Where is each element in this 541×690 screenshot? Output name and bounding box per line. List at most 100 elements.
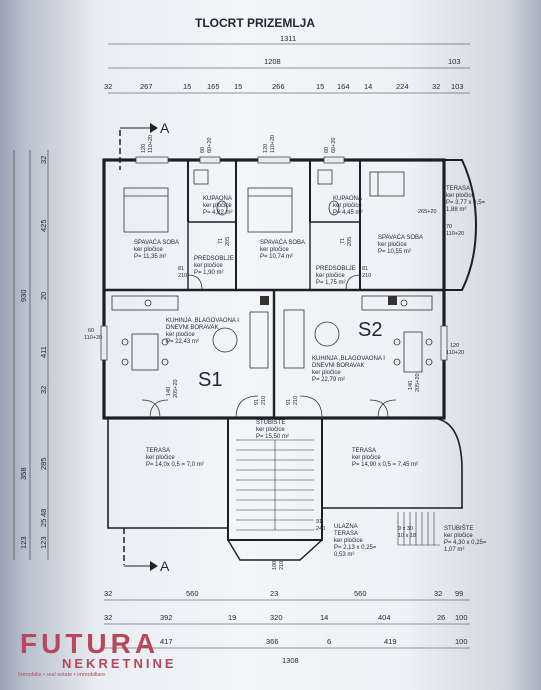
dim-label: 32 bbox=[39, 156, 48, 164]
room-kupaona-2: KUPAONA ker pločice P= 4,45 m² bbox=[333, 196, 363, 216]
dim-label: 560 bbox=[186, 589, 199, 598]
left-dimensions bbox=[13, 150, 49, 560]
room-finish: ker pločice bbox=[146, 455, 175, 461]
dim-label: 392 bbox=[160, 613, 173, 622]
plan-title: TLOCRT PRIZEMLJA bbox=[195, 16, 315, 30]
room-finish: ker pločice bbox=[166, 332, 195, 338]
dim-label: 165 bbox=[207, 82, 220, 91]
room-spavaca-3: SPAVAĆA SOBA ker pločice P= 10,55 m² bbox=[378, 234, 423, 255]
room-spavaca-1: SPAVAĆA SOBA ker pločice P= 11,35 m² bbox=[134, 239, 179, 260]
dim-label: 32 bbox=[432, 82, 440, 91]
dim-label: 19 bbox=[228, 613, 236, 622]
furniture bbox=[111, 169, 433, 419]
section-marker-bottom: A bbox=[123, 528, 170, 574]
dim-label: 26 bbox=[437, 613, 445, 622]
dim-left-labels: 32 425 930 20 411 32 358 285 48 25 123 1… bbox=[19, 156, 48, 549]
opening-label: 100 bbox=[272, 561, 278, 570]
unit-label-s2: S2 bbox=[358, 319, 382, 341]
opening-label: 205 bbox=[225, 237, 231, 246]
room-name: KUPAONA bbox=[333, 196, 362, 202]
opening-label: 81 bbox=[178, 266, 184, 272]
room-name: TERASA bbox=[146, 448, 170, 454]
room-terasa-3: TERASA ker pločice P= 3,77 x 0,5= 1,88 m… bbox=[446, 186, 486, 213]
dim-bottom-row2: 32 392 19 320 14 404 26 100 bbox=[104, 613, 468, 622]
room-name: SPAVAĆA SOBA bbox=[260, 239, 305, 246]
opening-label: 210 bbox=[261, 396, 267, 405]
room-finish: ker pločice bbox=[378, 242, 407, 248]
opening-label: 91 bbox=[316, 519, 322, 525]
room-name: KUPAONA bbox=[203, 196, 232, 202]
room-finish: ker pločice bbox=[446, 193, 475, 199]
dim-top-overall: 1311 bbox=[280, 34, 296, 43]
opening-label: 60 bbox=[88, 328, 94, 334]
opening-label: 71 bbox=[218, 238, 224, 244]
dim-label: 417 bbox=[160, 637, 173, 646]
opening-label: 70 bbox=[446, 224, 452, 230]
room-area2: 1,07 m² bbox=[444, 547, 464, 553]
opening-label: 205 bbox=[347, 237, 353, 246]
room-finish: ker pločice bbox=[134, 247, 163, 253]
room-area: P= 14,90 x 0,5 = 7,45 m² bbox=[352, 462, 418, 468]
dim-top-row2-a: 1208 bbox=[264, 57, 281, 66]
dim-label: 266 bbox=[272, 82, 285, 91]
room-area: P= 4,45 m² bbox=[333, 210, 363, 216]
opening-label: 110+20 bbox=[446, 231, 464, 237]
room-area: P= 3,77 x 0,5= bbox=[446, 200, 486, 206]
room-ulazna-terasa: ULAZNA TERASA ker pločice P= 2,13 x 0,25… bbox=[334, 524, 377, 558]
room-finish: ker pločice bbox=[352, 455, 381, 461]
dim-label: 320 bbox=[270, 613, 283, 622]
dim-label: 267 bbox=[140, 82, 153, 91]
opening-label: 140 bbox=[166, 387, 172, 396]
dim-label: 366 bbox=[266, 637, 279, 646]
room-area2: 1,88 m² bbox=[446, 207, 466, 213]
room-stubiste-2: STUBIŠTE ker pločice P= 4,30 x 0,25= 1,0… bbox=[444, 525, 487, 553]
opening-label: 81 bbox=[362, 266, 368, 272]
dim-label: 560 bbox=[354, 589, 367, 598]
room-area: P= 4,30 x 0,25= bbox=[444, 540, 487, 546]
room-finish: ker pločice bbox=[334, 538, 363, 544]
section-label: A bbox=[160, 558, 170, 574]
opening-label: 265+20 bbox=[418, 209, 437, 215]
room-area: P= 11,35 m² bbox=[134, 254, 166, 260]
dim-top-row2-b: 103 bbox=[448, 57, 461, 66]
opening-dimensions: 120 110+20 60 60+20 120 110+20 60 60+20 … bbox=[84, 135, 464, 570]
dim-bottom-row1: 32 560 23 560 32 99 bbox=[104, 589, 463, 598]
room-name2: DNEVNI BORAVAK bbox=[166, 325, 218, 331]
opening-label: 210 bbox=[279, 561, 285, 570]
room-area: P= 15,50 m² bbox=[256, 434, 289, 440]
opening-label: 110+20 bbox=[84, 335, 102, 341]
opening-label: 110+20 bbox=[270, 135, 276, 153]
dim-label: 15 bbox=[316, 82, 324, 91]
opening-label: 210 bbox=[362, 273, 371, 279]
dim-label: 15 bbox=[183, 82, 191, 91]
dim-label: 100 bbox=[455, 637, 468, 646]
room-area: P= 10,55 m² bbox=[378, 249, 411, 255]
opening-label: 91 bbox=[254, 399, 260, 405]
room-area: P= 4,82 m² bbox=[203, 210, 233, 216]
column-marks bbox=[260, 296, 397, 305]
room-area: P= 1,75 m² bbox=[316, 280, 346, 286]
room-name: PREDSOBLJE bbox=[316, 266, 356, 272]
outer-steps bbox=[397, 512, 440, 546]
dim-label: 930 bbox=[19, 289, 28, 302]
room-finish: ker pločice bbox=[312, 370, 341, 376]
room-name: STUBIŠTE bbox=[444, 525, 473, 532]
room-area2: 0,53 m² bbox=[334, 552, 354, 558]
room-name2: TERASA bbox=[334, 531, 358, 537]
section-label: A bbox=[160, 120, 170, 136]
opening-label: 10 x 18 bbox=[398, 533, 416, 539]
room-finish: ker pločice bbox=[333, 203, 362, 209]
dim-label: 32 bbox=[104, 82, 112, 91]
opening-label: 210 bbox=[178, 273, 187, 279]
room-name: KUHINJA ,BLAGOVAONA I bbox=[312, 356, 385, 362]
dim-label: 32 bbox=[434, 589, 442, 598]
room-finish: ker pločice bbox=[256, 427, 285, 433]
room-finish: ker pločice bbox=[203, 203, 232, 209]
dim-label: 20 bbox=[39, 292, 48, 300]
dim-bottom-row3: 417 366 6 419 100 bbox=[160, 637, 468, 646]
opening-label: 60+20 bbox=[331, 138, 337, 153]
top-dimensions bbox=[108, 43, 470, 94]
room-area: P= 22,79 m² bbox=[312, 377, 345, 383]
room-stubiste: STUBIŠTE ker pločice P= 15,50 m² bbox=[256, 419, 289, 440]
opening-label: 91 bbox=[286, 399, 292, 405]
